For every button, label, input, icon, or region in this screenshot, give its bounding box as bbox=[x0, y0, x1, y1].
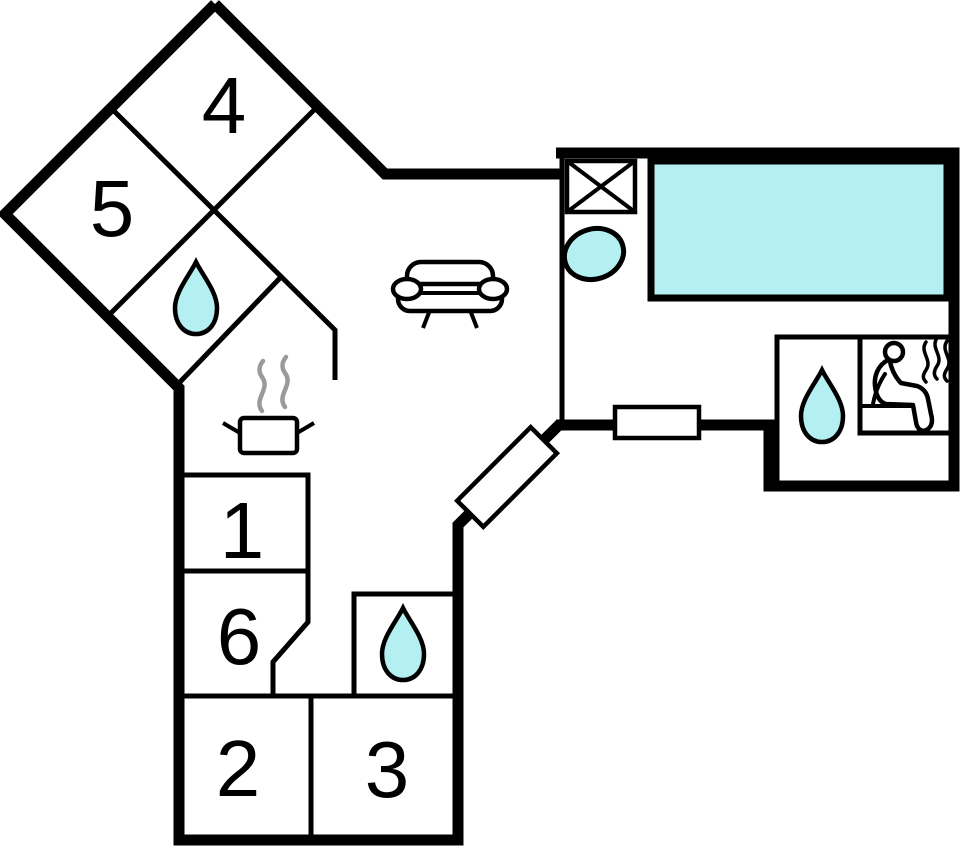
water-drop-icon-right-bath bbox=[798, 364, 846, 445]
room-label-5: 5 bbox=[89, 164, 135, 253]
wall-middle-bath-box bbox=[351, 591, 456, 696]
water-drop-icon-top-left-bath bbox=[172, 256, 220, 337]
sofa-icon bbox=[390, 259, 510, 329]
wall-room1-box bbox=[181, 472, 311, 574]
room-label-3: 3 bbox=[364, 725, 410, 814]
door-opening-diagonal bbox=[453, 423, 561, 531]
swimming-pool bbox=[647, 157, 951, 302]
sauna-person-head bbox=[882, 340, 906, 364]
outer-wall-diamond-right-edge bbox=[211, 0, 564, 180]
room-label-1: 1 bbox=[219, 486, 265, 575]
outer-wall-right-section bbox=[556, 147, 960, 492]
water-drop-icon-middle-bath bbox=[379, 602, 427, 683]
sauna-person-arm bbox=[871, 372, 887, 406]
room-label-6: 6 bbox=[216, 592, 262, 681]
sauna-person-body bbox=[872, 357, 935, 433]
room-label-4: 4 bbox=[201, 61, 247, 150]
sauna-icon bbox=[862, 336, 951, 433]
steam-icon bbox=[280, 354, 290, 410]
wall-diamond-bath-edge bbox=[178, 276, 282, 384]
wall-sauna-box bbox=[857, 337, 952, 436]
hot-tub-icon bbox=[561, 225, 627, 283]
wall-right-bath-box bbox=[774, 334, 952, 484]
wall-diamond-long-divider bbox=[111, 108, 338, 380]
room-label-2: 2 bbox=[215, 724, 261, 813]
door-opening-horizontal bbox=[612, 404, 702, 441]
interior-walls bbox=[108, 105, 952, 838]
kitchen-pot-icon bbox=[221, 354, 316, 456]
wall-room6-notch bbox=[270, 571, 311, 696]
outer-wall-left-wing bbox=[0, 0, 564, 846]
sauna-heat-waves-icon bbox=[921, 336, 951, 384]
wardrobe-x-icon bbox=[564, 158, 638, 215]
wall-room4-room5-divider bbox=[108, 105, 319, 316]
steam-icon bbox=[257, 358, 267, 414]
